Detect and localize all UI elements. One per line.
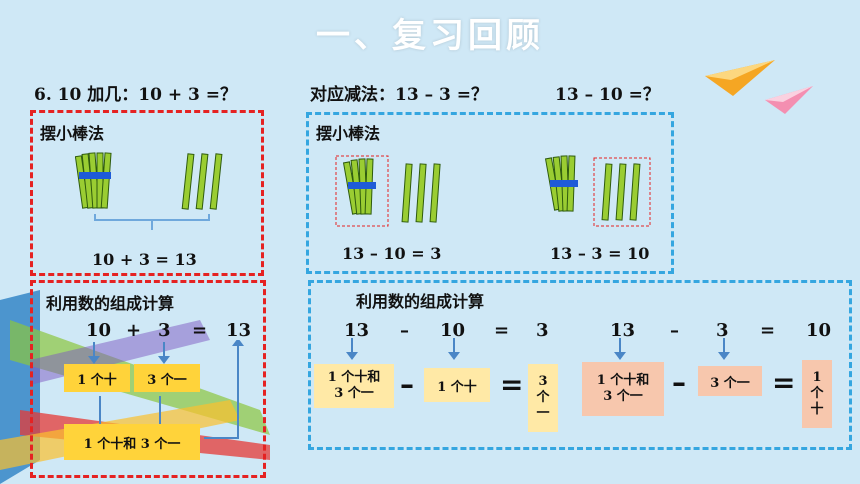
right-stick-box [306,112,674,274]
chip-ten: 1 个十 [64,364,130,392]
chip-13-left: 1 个十和 3 个一 [314,364,394,408]
bundle-and-sticks-icon [75,152,223,230]
left-arrows [88,340,244,439]
result-1-ten-2: 十 [810,402,824,417]
equals-sign-2: = [772,366,796,399]
chip-13-right-line1: 1 个十和 [596,373,650,388]
result-3-ones-1: 个 [536,390,550,405]
left-stick-equation: 10 + 3 = 13 [92,250,197,269]
chip-ones-right: 3 个一 [698,366,762,396]
eq2-eq: = [760,320,776,341]
minus-sign: – [400,368,414,401]
result-1-ten-0: 1 [812,370,822,385]
right-composition-label: 利用数的组成计算 [356,292,485,311]
eq1-eq: = [494,320,510,341]
minus-sign-2: – [672,366,686,399]
chip-13-right-line2: 3 个一 [603,389,643,404]
result-1-ten-1: 个 [810,386,824,401]
chip-13-left-line2: 3 个一 [334,386,374,401]
eq2-b: 3 [716,320,729,341]
left-heading: 6. 10 加几：10 + 3 =？ [34,85,237,105]
eq1-result: 3 [536,320,549,341]
paper-plane-icon [765,86,813,114]
left-stick-box [30,110,264,276]
left-row-a: 10 [86,320,112,341]
left-row-op: + [126,320,142,341]
chip-13-right: 1 个十和 3 个一 [582,362,664,416]
page-title: 一、复习回顾 [316,16,544,56]
left-row-eq: = [192,320,208,341]
chip-sum: 1 个十和 3 个一 [64,424,200,460]
eq1-b: 10 [440,320,466,341]
right-stick-method-label: 摆小棒法 [316,124,381,143]
right-stick-eq1: 13 – 10 = 3 [342,244,442,263]
left-row-result: 13 [226,320,252,341]
chip-ten-right: 1 个十 [424,368,490,402]
paper-plane-icon [705,60,775,96]
result-3-ones-0: 3 [538,374,548,389]
chip-13-left-line1: 1 个十和 [327,370,381,385]
eq2-a: 13 [610,320,636,341]
equals-sign: = [500,368,524,401]
result-3-ones-2: 一 [536,406,550,421]
right-heading: 对应减法：13 – 3 =？ [310,85,488,105]
result-1-ten: 1 个 十 [802,360,832,428]
eq2-op: – [670,320,679,341]
left-composition-label: 利用数的组成计算 [46,294,175,313]
left-stick-method-label: 摆小棒法 [40,124,105,143]
left-composition-box [30,280,266,478]
eq1-a: 13 [344,320,370,341]
chip-ones: 3 个一 [134,364,200,392]
right-composition-box [308,280,852,450]
right-heading-2: 13 – 10 =？ [555,85,660,105]
left-row-b: 3 [158,320,171,341]
eq1-op: – [400,320,409,341]
right-sticks-icon [335,155,651,227]
right-arrows [346,338,730,360]
eq2-result: 10 [806,320,832,341]
result-3-ones: 3 个 一 [528,364,558,432]
right-stick-eq2: 13 – 3 = 10 [550,244,650,263]
